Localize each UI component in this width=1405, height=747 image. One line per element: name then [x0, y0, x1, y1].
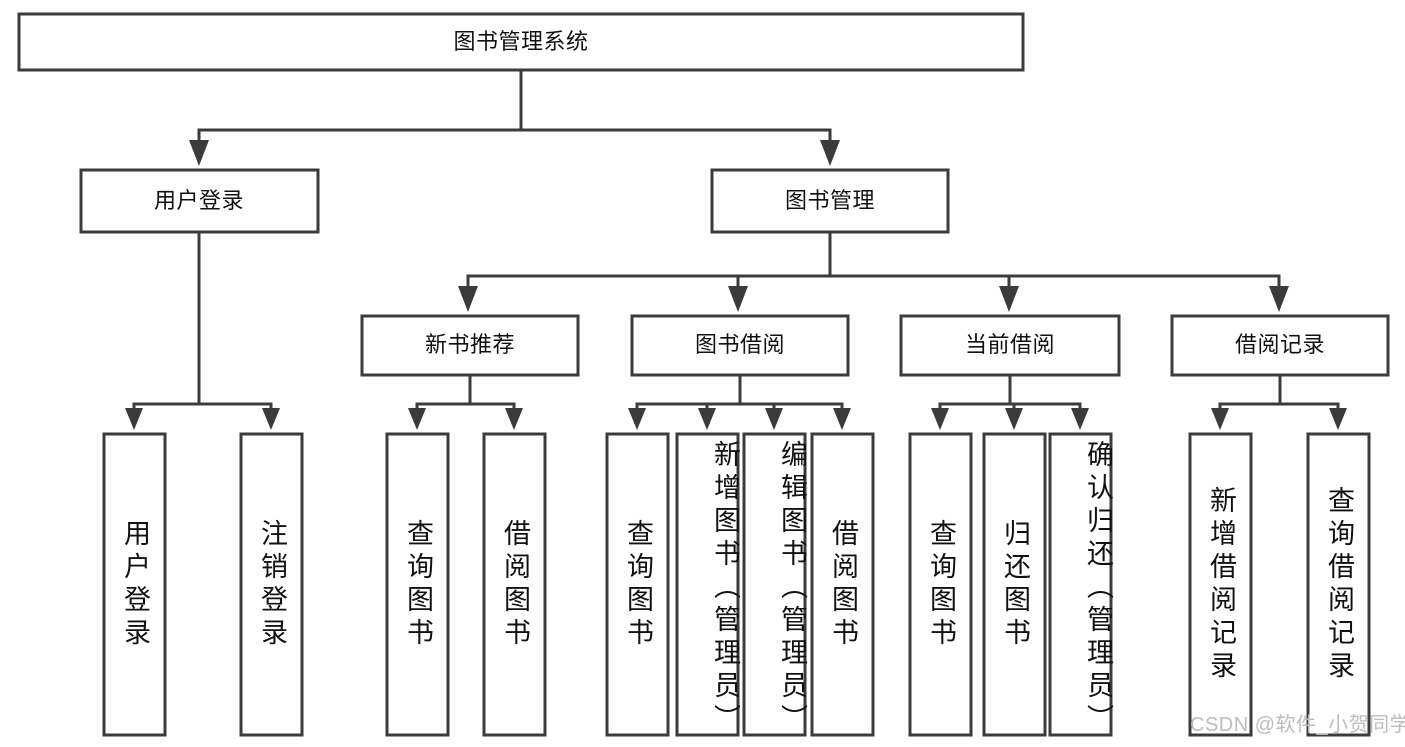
arrow-to-current-borrow	[999, 286, 1019, 312]
leaf-box-borrow-book-1[interactable]	[482, 432, 547, 737]
leaf-box-layer	[102, 432, 1371, 737]
arrow-to-borrow-record	[1269, 286, 1289, 312]
arrow-to-leaf-query-book-2	[628, 408, 646, 430]
node-book-borrow-label: 图书借阅	[695, 332, 785, 357]
node-borrow-record-label: 借阅记录	[1235, 332, 1325, 357]
node-current-borrow[interactable]: 当前借阅	[899, 314, 1121, 377]
node-book-borrow-box[interactable]	[630, 314, 850, 377]
arrow-to-new-book-rec	[458, 286, 478, 312]
node-root-label: 图书管理系统	[453, 29, 588, 54]
leaf-box-return-book[interactable]	[982, 432, 1047, 737]
leaf-box-query-book-3[interactable]	[908, 432, 973, 737]
arrow-to-leaf-query-borrow-record	[1329, 408, 1347, 430]
connector-layer	[125, 68, 1347, 430]
arrow-to-leaf-borrow-book-2	[833, 408, 851, 430]
leaf-box-confirm-return-admin[interactable]	[1048, 432, 1113, 737]
leaf-box-add-book-admin[interactable]	[675, 432, 740, 737]
arrow-to-leaf-add-borrow-record	[1211, 408, 1229, 430]
arrow-to-leaf-query-book-1	[408, 408, 426, 430]
leaf-box-query-book-1[interactable]	[385, 432, 450, 737]
arrow-to-leaf-query-book-3	[931, 408, 949, 430]
leaf-box-query-book-2[interactable]	[605, 432, 670, 737]
arrow-to-book-borrow	[728, 286, 748, 312]
arrow-to-leaf-confirm-return-admin	[1071, 408, 1089, 430]
arrow-to-book-manage	[820, 140, 840, 166]
leaf-box-add-borrow-record[interactable]	[1188, 432, 1253, 737]
node-root-box[interactable]	[17, 12, 1025, 72]
node-current-borrow-box[interactable]	[899, 314, 1121, 377]
node-new-book-rec-box[interactable]	[360, 314, 580, 377]
arrow-to-user-login	[189, 140, 209, 166]
leaf-box-user-login[interactable]	[102, 432, 167, 737]
arrow-to-leaf-edit-book-admin	[765, 408, 783, 430]
arrow-to-leaf-user-login	[125, 408, 143, 430]
csdn-watermark: CSDN @软件_小贺同学	[1190, 714, 1405, 736]
node-current-borrow-label: 当前借阅	[965, 332, 1055, 357]
node-new-book-rec[interactable]: 新书推荐	[360, 314, 580, 377]
node-book-manage-box[interactable]	[710, 168, 950, 234]
leaf-box-edit-book-admin[interactable]	[742, 432, 807, 737]
node-book-borrow[interactable]: 图书借阅	[630, 314, 850, 377]
arrow-to-leaf-borrow-book-1	[505, 408, 523, 430]
arrow-to-leaf-user-logout	[262, 408, 280, 430]
node-user-login-box[interactable]	[79, 168, 320, 234]
arrow-to-leaf-add-book-admin	[698, 408, 716, 430]
node-new-book-rec-label: 新书推荐	[425, 332, 515, 357]
leaf-box-borrow-book-2[interactable]	[810, 432, 875, 737]
node-borrow-record-box[interactable]	[1170, 314, 1390, 377]
node-user-login-label: 用户登录	[154, 188, 244, 213]
node-book-manage-label: 图书管理	[785, 188, 875, 213]
node-borrow-record[interactable]: 借阅记录	[1170, 314, 1390, 377]
node-user-login[interactable]: 用户登录	[79, 168, 320, 234]
arrow-to-leaf-return-book	[1005, 408, 1023, 430]
node-root[interactable]: 图书管理系统	[17, 12, 1025, 72]
leaf-box-query-borrow-record[interactable]	[1306, 432, 1371, 737]
leaf-box-user-logout[interactable]	[239, 432, 304, 737]
node-book-manage[interactable]: 图书管理	[710, 168, 950, 234]
